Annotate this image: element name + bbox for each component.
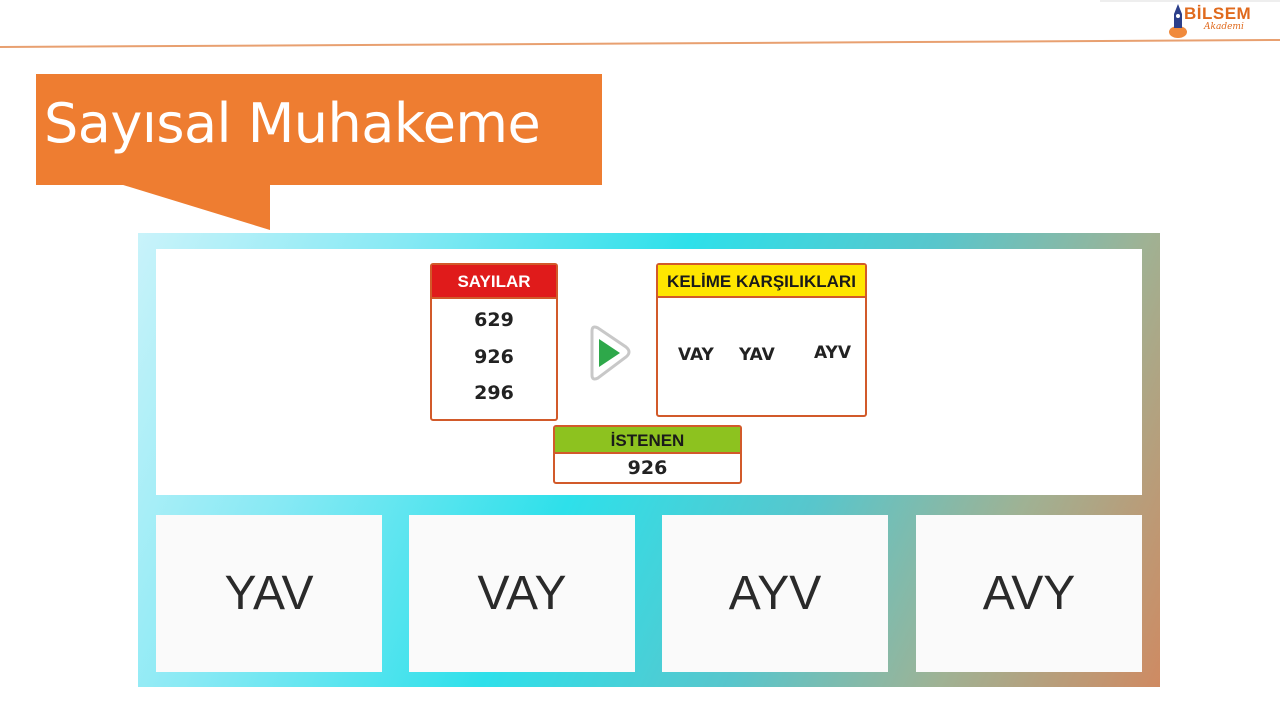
title-banner <box>36 74 602 185</box>
logo-wordmark: BİLSEM <box>1184 4 1252 23</box>
words-box: KELİME KARŞILIKLARI VAY YAV AYV <box>656 263 867 417</box>
word-item: AYV <box>814 343 851 363</box>
answer-option-b[interactable]: VAY <box>409 515 635 672</box>
target-header: İSTENEN <box>555 427 740 454</box>
page-title: Sayısal Muhakeme <box>44 92 541 155</box>
bilsem-logo: BİLSEM Akademi <box>1168 2 1252 42</box>
numbers-box: SAYILAR 629 926 296 <box>430 263 558 421</box>
words-header: KELİME KARŞILIKLARI <box>658 265 865 298</box>
arrow-right-icon <box>590 325 631 381</box>
numbers-header: SAYILAR <box>432 265 556 299</box>
title-banner-tail <box>120 184 270 230</box>
answer-option-label: VAY <box>477 567 567 620</box>
word-item: YAV <box>739 345 775 365</box>
target-box: İSTENEN 926 <box>553 425 742 484</box>
answer-option-label: AYV <box>728 567 822 620</box>
number-item: 296 <box>474 382 514 404</box>
number-item: 926 <box>474 346 514 368</box>
answer-option-label: YAV <box>224 567 314 620</box>
logo-subtitle: Akademi <box>1204 22 1244 32</box>
word-item: VAY <box>678 345 714 365</box>
target-value: 926 <box>627 457 668 479</box>
header-divider <box>0 0 1280 48</box>
answer-option-c[interactable]: AYV <box>662 515 888 672</box>
answer-option-a[interactable]: YAV <box>156 515 382 672</box>
number-item: 629 <box>474 309 514 331</box>
answer-option-d[interactable]: AVY <box>916 515 1142 672</box>
answer-option-label: AVY <box>982 567 1076 620</box>
rocket-icon <box>1169 4 1187 38</box>
